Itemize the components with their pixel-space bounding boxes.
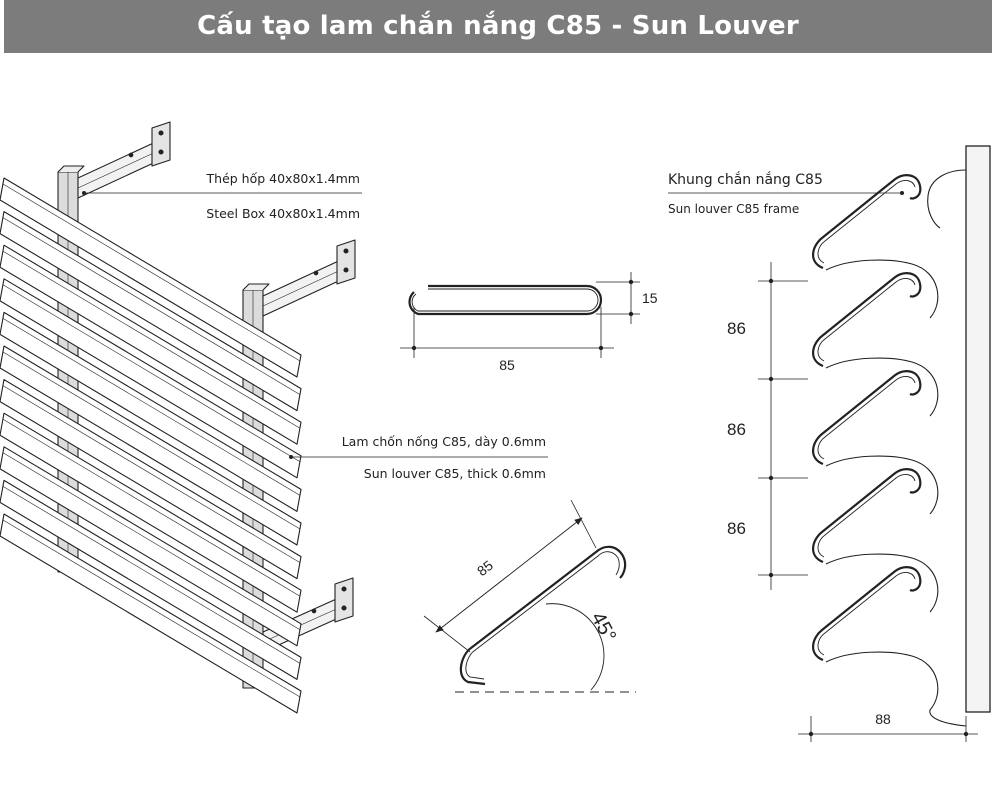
spacing-dimension-2: 86 <box>727 420 746 439</box>
steel-box-label-en: Steel Box 40x80x1.4mm <box>206 206 360 221</box>
frame-louver-clip <box>812 272 922 368</box>
frame-louver-clip-inner <box>817 376 916 460</box>
louver-slat <box>0 345 302 546</box>
frame-top-arc <box>927 169 967 229</box>
louver-slat <box>0 278 302 479</box>
angle-dimension: 45° <box>586 609 620 646</box>
frame-label-en: Sun louver C85 frame <box>668 202 799 216</box>
frame-label-vi: Khung chắn nắng C85 <box>668 171 823 188</box>
frame-hook-body <box>825 357 939 417</box>
louver-slat <box>0 177 302 378</box>
louver-slat-edge <box>2 486 301 664</box>
page-title: Cấu tạo lam chắn nắng C85 - Sun Louver <box>4 0 992 53</box>
louver-slat <box>0 211 302 412</box>
frame-louver-clip <box>812 174 922 270</box>
assembly-perspective-view <box>0 121 356 714</box>
frame-hook-body <box>825 651 967 727</box>
louver-slat <box>0 446 302 647</box>
louver-slat-edge <box>2 250 301 429</box>
leader-lines-left <box>82 191 548 459</box>
frame-louver-clip-inner <box>817 278 916 362</box>
frame-louver-clip-inner <box>817 180 916 264</box>
frame-louver-clip <box>812 468 922 564</box>
frame-louver-clip <box>812 566 922 662</box>
louver-slats <box>0 177 302 714</box>
frame-hook-body <box>825 455 939 515</box>
frame-depth-dimension: 88 <box>875 711 891 727</box>
louver-slat-edge <box>2 452 301 631</box>
steel-box-label-vi: Thép hốp 40x80x1.4mm <box>206 171 360 186</box>
frame-louver-clip <box>812 370 922 466</box>
louver-slat <box>0 412 302 613</box>
louver-slat <box>0 513 302 714</box>
spacing-dimension-1: 86 <box>727 319 746 338</box>
profile-height-dimension: 15 <box>642 290 658 306</box>
profile-width-dimension: 85 <box>499 357 515 373</box>
frame-louver-clip-inner <box>817 572 916 656</box>
spacing-dimension-3: 86 <box>727 519 746 538</box>
c-profile-section <box>400 272 640 358</box>
frame-hook-profiles <box>812 169 967 727</box>
louver-slat <box>0 244 302 445</box>
louver-slat-edge <box>2 284 301 463</box>
louver-slat-edge <box>2 519 301 698</box>
louver-slat <box>0 311 302 512</box>
tilted-profile-45deg <box>423 499 636 693</box>
wall-bracket-middle <box>262 239 356 317</box>
louver-slat-edge <box>2 318 301 496</box>
louver-slat-edge <box>2 351 301 530</box>
frame-hook-body <box>825 553 939 613</box>
louver-label-en: Sun louver C85, thick 0.6mm <box>364 466 546 481</box>
louver-slat-edge <box>2 217 301 395</box>
louver-slat <box>0 479 302 680</box>
frame-section-view <box>668 145 991 742</box>
wall-section <box>965 145 991 713</box>
louver-slat-edge <box>2 385 301 563</box>
tilted-length-dimension: 85 <box>474 557 496 579</box>
louver-slat-edge <box>2 183 301 362</box>
louver-label-vi: Lam chốn nống C85, dày 0.6mm <box>342 434 546 449</box>
louver-slat <box>0 379 302 580</box>
wall-bracket-top <box>77 121 171 199</box>
frame-louver-clip-inner <box>817 474 916 558</box>
louver-slat-edge <box>2 418 301 597</box>
frame-hook-body <box>825 259 939 319</box>
